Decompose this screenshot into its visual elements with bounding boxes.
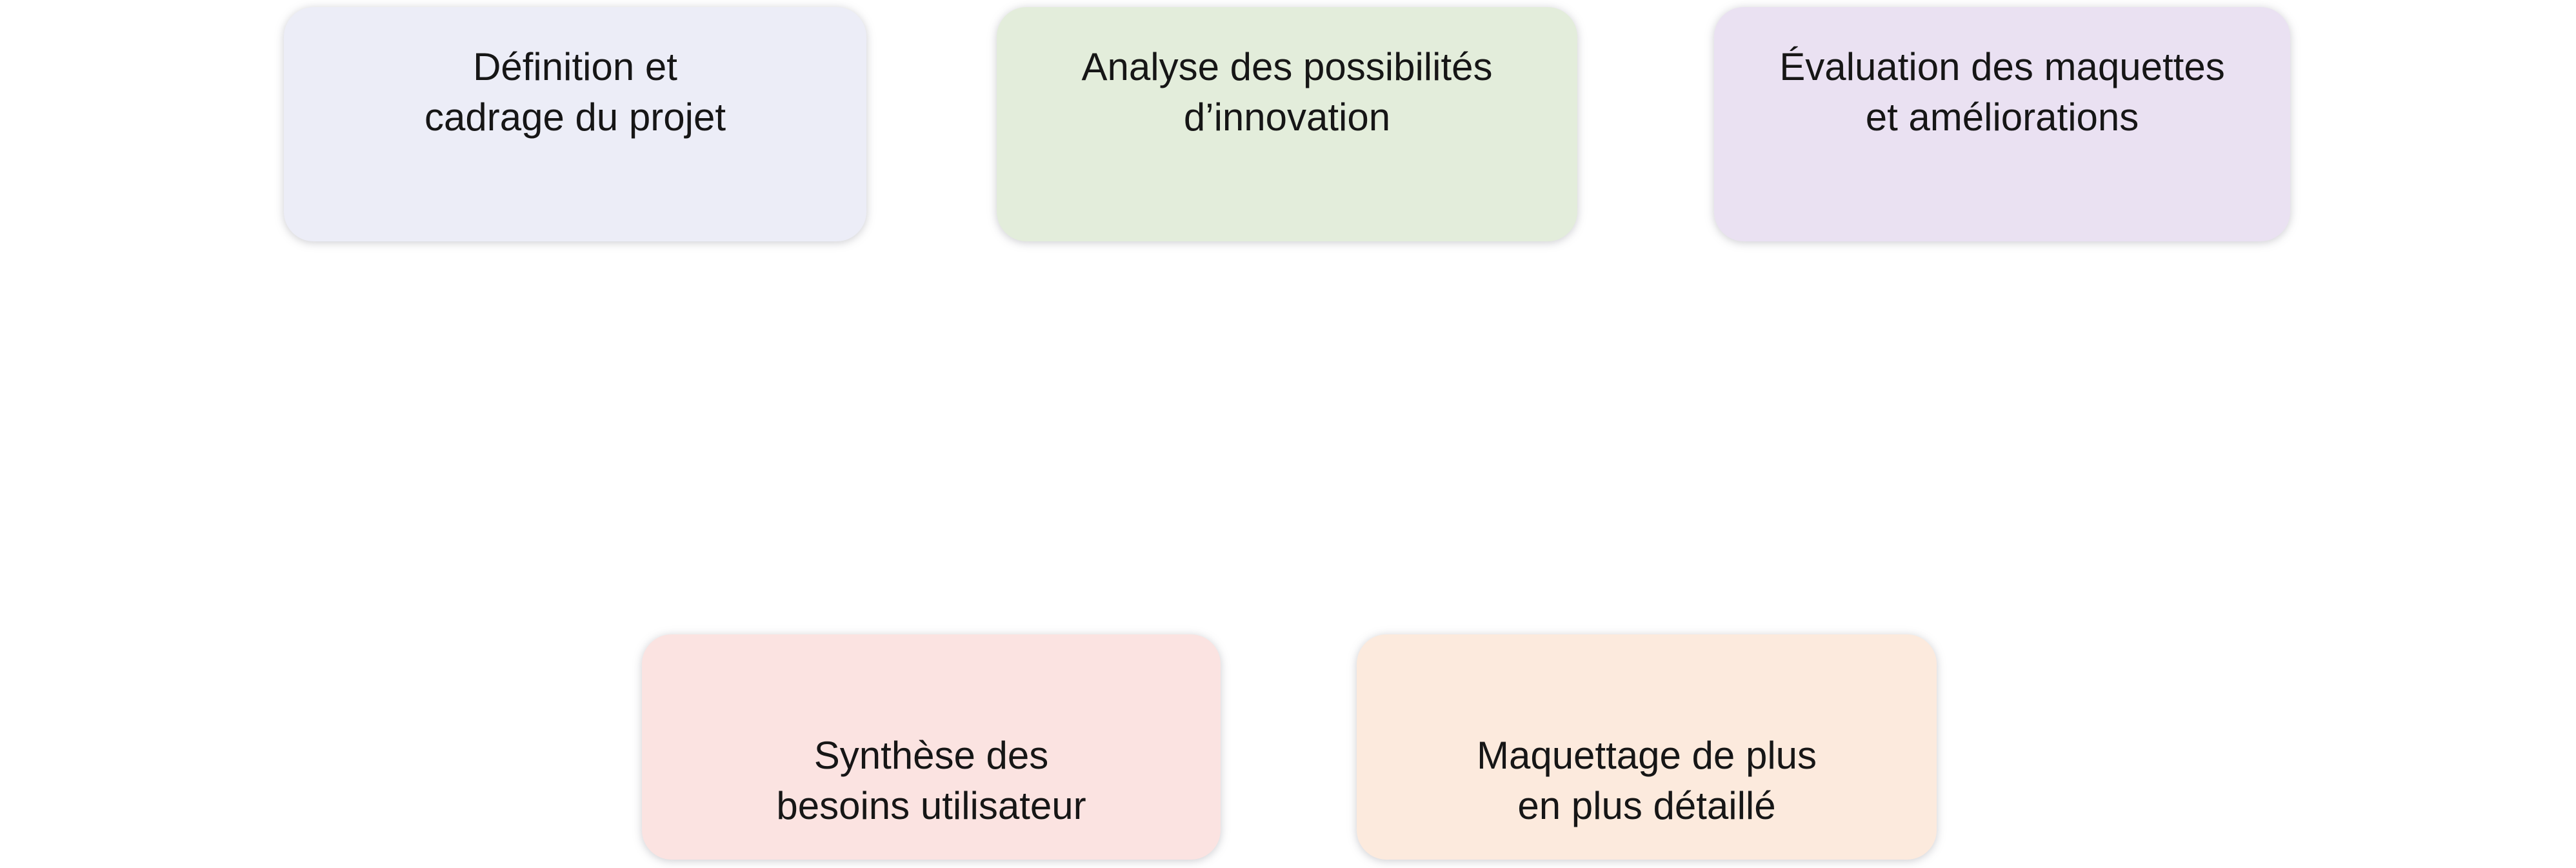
stage-label-line: Maquettage de plus bbox=[1476, 734, 1817, 777]
stage-label-line: cadrage du projet bbox=[424, 96, 726, 139]
stage-label-line: besoins utilisateur bbox=[776, 784, 1086, 827]
stage-label-line: et améliorations bbox=[1865, 96, 2139, 139]
stage-box-definition-cadrage: Définition et cadrage du projet bbox=[284, 7, 866, 241]
stage-label-line: Définition et bbox=[473, 45, 677, 88]
stage-label-line: en plus détaillé bbox=[1517, 784, 1776, 827]
stage-label-line: d’innovation bbox=[1183, 96, 1391, 139]
stage-box-evaluation-maquettes: Évaluation des maquettes et amélioration… bbox=[1714, 7, 2290, 241]
stage-label-line: Synthèse des bbox=[814, 734, 1049, 777]
stage-box-analyse-innovation: Analyse des possibilités d’innovation bbox=[997, 7, 1577, 241]
stage-box-maquettage-detaille: Maquettage de plus en plus détaillé bbox=[1357, 634, 1937, 860]
stage-label-line: Analyse des possibilités bbox=[1081, 45, 1493, 88]
stage-label-line: Évaluation des maquettes bbox=[1779, 45, 2225, 88]
stage-box-synthese-besoins: Synthèse des besoins utilisateur bbox=[642, 634, 1221, 860]
